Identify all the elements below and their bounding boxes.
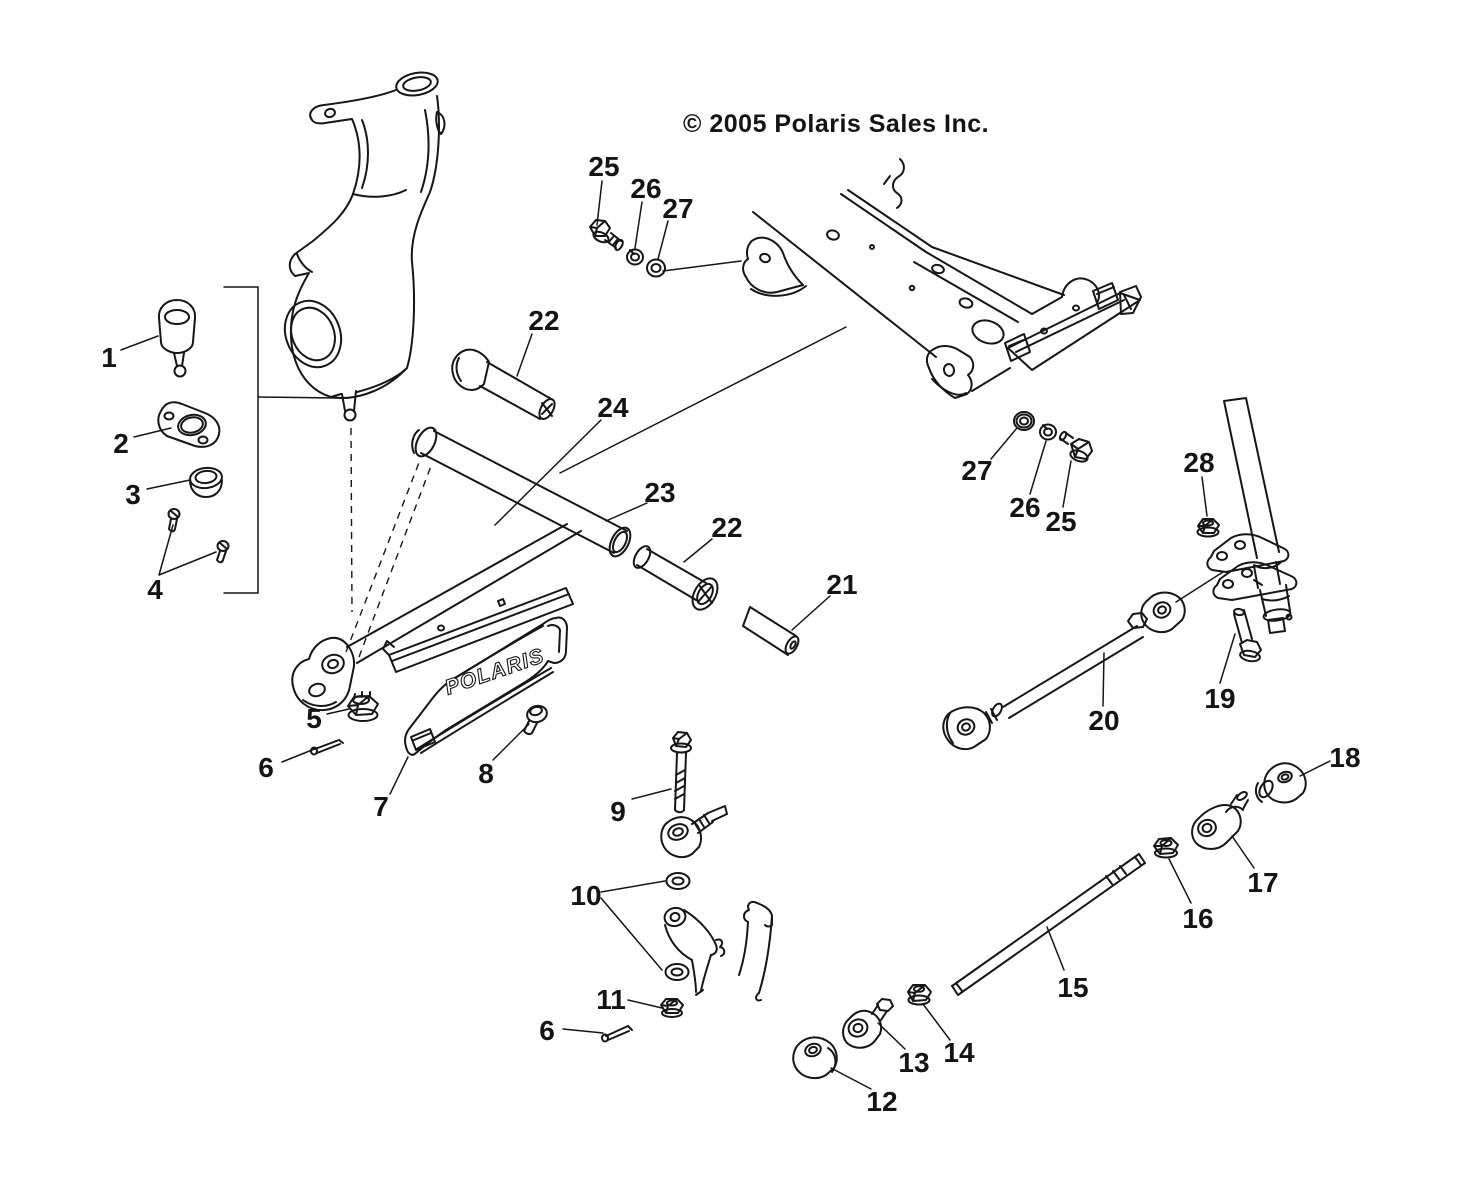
- a-arm-drawing: [291, 426, 632, 712]
- callout-27a: 27: [662, 193, 693, 224]
- cotter-pin-6a-drawing: [310, 739, 344, 756]
- callout-11: 11: [596, 984, 626, 1015]
- callout-14: 14: [943, 1037, 975, 1068]
- steering-knuckle-drawing: [283, 71, 446, 422]
- group-bracket: [223, 286, 339, 594]
- a-arm-strip-plate: [382, 587, 574, 673]
- callout-labels: 1 2 3 4 5 6 7 8 9 10 11 6 12 13 14 15 16…: [101, 151, 1360, 1117]
- callout-7: 7: [373, 791, 389, 822]
- rod-end-17-drawing: [1191, 791, 1249, 850]
- callout-25b: 25: [1045, 506, 1076, 537]
- bushing-tube-22a-drawing: [451, 348, 556, 420]
- link-rod-end-drawing: [660, 805, 728, 859]
- callout-22a: 22: [528, 305, 559, 336]
- torsion-bar-fragment-drawing: [738, 900, 773, 1002]
- frame-drawing: [742, 158, 1142, 399]
- callout-8: 8: [478, 758, 494, 789]
- nut-16-drawing: [1153, 837, 1179, 859]
- callout-24: 24: [597, 392, 629, 423]
- leader-lines: [120, 180, 1331, 1090]
- callout-6b: 6: [539, 1015, 555, 1046]
- callout-26b: 26: [1009, 492, 1040, 523]
- callout-28: 28: [1183, 447, 1214, 478]
- callout-26a: 26: [630, 173, 661, 204]
- callout-20: 20: [1088, 705, 1119, 736]
- lock-washer-26a-drawing: [626, 248, 644, 266]
- spacer-21-drawing: [742, 606, 800, 656]
- tie-rod-15-drawing: [951, 853, 1146, 996]
- bellcrank-fragment-drawing: [663, 906, 726, 996]
- callout-17: 17: [1247, 867, 1278, 898]
- callout-12: 12: [866, 1086, 897, 1117]
- callout-25a: 25: [588, 151, 619, 182]
- bushing-12-drawing: [792, 1036, 838, 1080]
- castle-nut-5-drawing: [347, 691, 379, 722]
- nut-14-drawing: [907, 984, 932, 1006]
- callout-2: 2: [113, 428, 129, 459]
- callout-10: 10: [570, 880, 601, 911]
- callout-21: 21: [826, 569, 857, 600]
- washer-27b-drawing: [1013, 411, 1035, 431]
- nut-11-drawing: [660, 998, 684, 1018]
- gasket-plate-drawing: [157, 401, 221, 448]
- bolt-9-drawing: [670, 731, 692, 814]
- copyright-text: © 2005 Polaris Sales Inc.: [683, 110, 989, 138]
- washer-27a-drawing: [646, 258, 666, 278]
- tie-rod-20-drawing: [942, 591, 1186, 751]
- callout-19: 19: [1204, 683, 1235, 714]
- callout-27b: 27: [961, 455, 992, 486]
- bolt-8-drawing: [523, 704, 548, 736]
- seal-cup-drawing: [189, 466, 223, 498]
- lock-washer-26b-drawing: [1039, 423, 1057, 441]
- callout-22b: 22: [711, 512, 742, 543]
- screws-drawing: [167, 508, 230, 564]
- assembly-lines: [559, 260, 1224, 603]
- bolt-25b-drawing: [1058, 430, 1093, 463]
- ball-joint-drawing: [157, 299, 197, 378]
- callout-4: 4: [147, 574, 163, 605]
- bushing-tube-22b-drawing: [632, 545, 719, 611]
- rod-end-13-drawing: [842, 998, 894, 1049]
- bolt-25a-drawing: [589, 219, 624, 251]
- callout-5: 5: [306, 703, 322, 734]
- cotter-pin-6b-drawing: [601, 1025, 633, 1043]
- callout-16: 16: [1182, 903, 1213, 934]
- callout-6a: 6: [258, 752, 274, 783]
- callout-18: 18: [1329, 742, 1360, 773]
- bushing-18-drawing: [1254, 762, 1307, 804]
- callout-9: 9: [610, 796, 626, 827]
- callout-13: 13: [898, 1047, 929, 1078]
- washers-10-drawing: [664, 872, 691, 981]
- nut-28-drawing: [1196, 518, 1220, 538]
- callout-1: 1: [101, 342, 117, 373]
- callout-15: 15: [1057, 972, 1088, 1003]
- steering-column-drawing: [1206, 397, 1298, 634]
- callout-23: 23: [644, 477, 675, 508]
- callout-3: 3: [125, 479, 141, 510]
- bolt-19-drawing: [1233, 607, 1262, 663]
